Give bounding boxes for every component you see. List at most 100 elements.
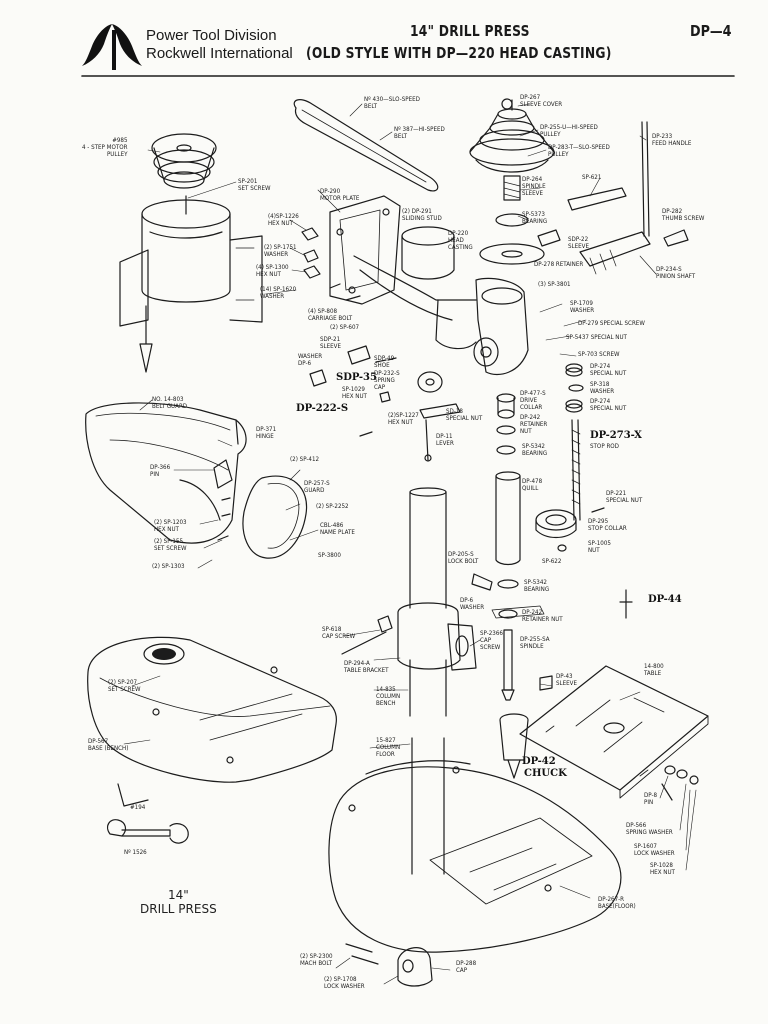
label-sp1620: (14) SP-1620 WASHER xyxy=(260,286,297,300)
label-dp242a: DP-242 RETAINER NUT xyxy=(520,414,548,435)
label-sp1709: SP-1709 WASHER xyxy=(570,300,595,314)
column xyxy=(409,487,447,875)
label-sp201: SP-201 SET SCREW xyxy=(238,178,271,192)
label-dp477s: DP-477-S DRIVE COLLAR xyxy=(520,390,546,411)
label-sp808: (4) SP-808 CARRIAGE BOLT xyxy=(308,308,353,322)
label-14835: 14-835 COLUMN BENCH xyxy=(376,686,401,707)
label-194: #194 xyxy=(130,804,146,811)
label-dp294a: DP-294-A TABLE BRACKET xyxy=(344,660,389,674)
pinion-shaft xyxy=(537,121,689,275)
motor xyxy=(119,195,263,373)
label-dp257s: DP-257-S GUARD xyxy=(304,480,330,494)
label-sp2300: (2) SP-2300 MACH BOLT xyxy=(300,953,333,967)
label-dp274b: DP-274 SPECIAL NUT xyxy=(590,398,627,412)
label-dp478: DP-478 QUILL xyxy=(522,478,543,492)
company-line-1: Power Tool Division xyxy=(146,27,277,44)
label-dp234s: DP-234-S PINION SHAFT xyxy=(656,266,696,280)
label-sp5373: SP-5373 BEARING xyxy=(522,211,548,225)
label-cbl486: CBL-486 NAME PLATE xyxy=(320,522,355,536)
table xyxy=(519,665,709,799)
label-sdp22: SDP-22 SLEEVE xyxy=(568,236,589,250)
label-dp264: DP-264 SPINDLE SLEEVE xyxy=(522,176,546,197)
quill-assembly xyxy=(491,393,553,779)
label-sp1607: SP-1607 LOCK WASHER xyxy=(634,843,675,857)
label-sd18: SD-18 SPECIAL NUT xyxy=(446,408,483,422)
label-sp703: SP-703 SCREW xyxy=(578,351,620,358)
motor-guard xyxy=(213,459,308,559)
label-sp2252: (2) SP-2252 xyxy=(316,503,349,510)
title-line-2: (OLD STYLE WITH DP—220 HEAD CASTING) xyxy=(306,44,612,62)
spring-assembly xyxy=(309,345,461,462)
special-nuts xyxy=(565,363,584,413)
label-dp566: DP-566 SPRING WASHER xyxy=(626,822,673,836)
label-sp1226: (4)SP-1226 HEX NUT xyxy=(268,213,299,227)
spindle-pulleys xyxy=(469,98,555,173)
label-dp283t: DP-283-T—SLO-SPEED PULLEY xyxy=(548,144,610,158)
label-dp371: DP-371 HINGE xyxy=(256,426,277,440)
label-sp318: SP-318 WASHER xyxy=(590,381,615,395)
label-dp44: DP-44 xyxy=(648,594,682,605)
label-dp220: DP-220 HEAD CASTING xyxy=(448,230,473,251)
label-dp43: DP-43 SLEEVE xyxy=(556,673,577,687)
label-sp621: SP-621 xyxy=(582,174,602,181)
company-name: Power Tool Division Rockwell Internation… xyxy=(146,27,293,63)
label-sp1303: (2) SP-1303 xyxy=(152,563,185,570)
label-dp282: DP-282 THUMB SCREW xyxy=(662,208,705,222)
label-dp11: DP-11 LEVER xyxy=(436,433,454,447)
sheet-code: DP—4 xyxy=(690,22,732,40)
label-dp255u: DP-255-U—HI-SPEED PULLEY xyxy=(540,124,598,138)
company-line-2: Rockwell International xyxy=(146,45,293,62)
label-sp607: (2) SP-607 xyxy=(330,324,360,331)
label-dp242b: DP-242 RETAINER NUT xyxy=(522,609,563,623)
label-dp567: DP-567 BASE (BENCH) xyxy=(88,738,129,752)
title-line-1: 14" DRILL PRESS xyxy=(410,22,530,40)
label-985-pulley: #985 4 - STEP MOTOR PULLEY xyxy=(82,137,128,158)
label-1526: Nº 1526 xyxy=(124,849,147,856)
motor-hardware xyxy=(301,227,361,301)
label-washer-dp6: WASHER DP-6 xyxy=(298,353,323,367)
motor-plate xyxy=(329,195,401,305)
label-dp222s: DP-222-S xyxy=(296,403,349,414)
label-dp288: DP-288 CAP xyxy=(456,960,477,974)
label-dp232s: DP-232-S SPRING CAP xyxy=(374,370,400,391)
label-sp207: (2) SP-207 SET SCREW xyxy=(108,679,141,693)
drawing-caption: 14" DRILL PRESS xyxy=(140,888,217,916)
label-sp5342b: SP-5342 BEARING xyxy=(524,579,550,593)
table-bracket xyxy=(341,573,493,671)
label-14800: 14-800 TABLE xyxy=(644,663,664,677)
label-sp5342a: SP-5342 BEARING xyxy=(522,443,548,457)
head-casting xyxy=(353,226,529,376)
label-sp5437: SP-5437 SPECIAL NUT xyxy=(566,334,627,341)
label-dp267: DP-267 SLEEVE COVER xyxy=(520,94,563,108)
label-dp221: DP-221 SPECIAL NUT xyxy=(606,490,643,504)
label-387-belt: Nº 387—HI-SPEED BELT xyxy=(394,126,445,140)
label-sp1005: SP-1005 NUT xyxy=(588,540,611,554)
label-sp3801: (3) SP-3801 xyxy=(538,281,571,288)
label-sp155: (2) SP-155 SET SCREW xyxy=(154,538,187,552)
label-sp2366: SP-2366 CAP SCREW xyxy=(480,630,503,651)
label-sp618: SP-618 CAP SCREW xyxy=(322,626,356,640)
label-dp278: DP-278 RETAINER xyxy=(534,261,584,268)
leader-lines xyxy=(123,103,697,985)
tools xyxy=(106,783,189,844)
dp44-key xyxy=(619,589,633,619)
label-430-belt: Nº 430—SLO-SPEED BELT xyxy=(364,96,420,110)
label-14803-belt-guard: NO. 14-803 BELT GUARD xyxy=(152,396,188,410)
label-dp295: DP-295 STOP COLLAR xyxy=(588,518,627,532)
label-dp273x: DP-273-X xyxy=(590,430,642,441)
label-sp1028: SP-1028 HEX NUT xyxy=(650,862,675,876)
stop-rod xyxy=(571,419,581,521)
label-dp6: DP-6 WASHER xyxy=(460,597,485,611)
label-sp1227: (2)SP-1227 HEX NUT xyxy=(388,412,419,426)
spindle-sleeve xyxy=(479,175,545,265)
belts xyxy=(293,99,439,192)
label-sp1029: SP-1029 HEX NUT xyxy=(342,386,367,400)
label-dp279: DP-279 SPECIAL SCREW xyxy=(578,320,645,327)
label-dp291: (2) DP-291 SLIDING STUD xyxy=(402,208,442,222)
label-dp8: DP-8 PIN xyxy=(644,792,658,806)
label-sp1203: (2) SP-1203 HEX NUT xyxy=(154,519,187,533)
label-dp42: DP-42 xyxy=(522,756,556,767)
label-dp274a: DP-274 SPECIAL NUT xyxy=(590,363,627,377)
